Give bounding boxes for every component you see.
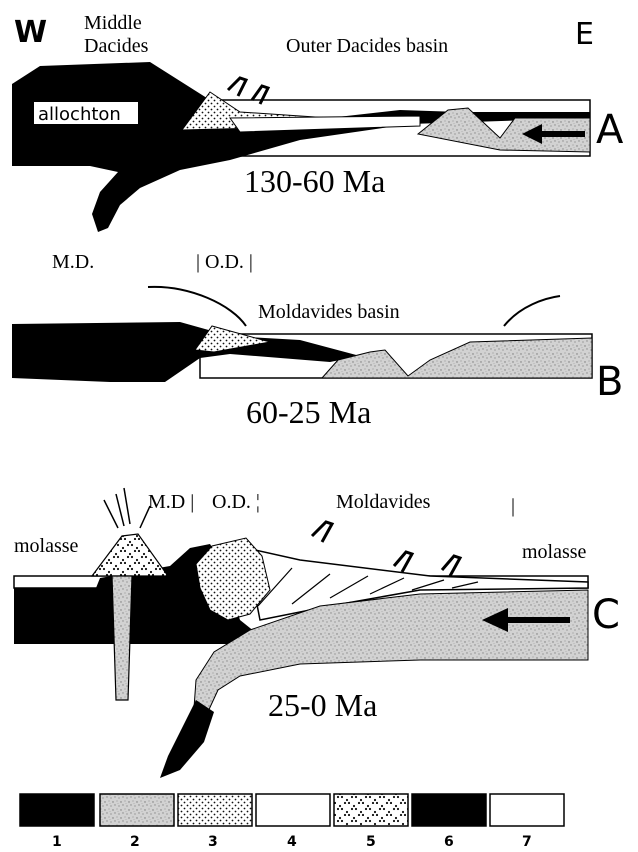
md-label-b: M.D. (52, 251, 94, 273)
legend-swatch-2 (100, 794, 174, 826)
allochton-label: allochton (38, 104, 121, 125)
volcanic-rays (104, 488, 150, 528)
basin-arc-right (504, 296, 560, 326)
molasse-left-label: molasse (14, 535, 79, 557)
fault-tick-c3 (442, 556, 460, 576)
legend-number-1: 1 (52, 834, 62, 850)
moldavides-label-c: Moldavides (336, 491, 431, 513)
intrusion-dike (112, 576, 132, 700)
legend-number-4: 4 (287, 834, 297, 850)
panel-a: W E Middle Dacides Outer Dacides basin a… (12, 12, 624, 232)
fault-tick-c2 (394, 552, 412, 572)
legend-swatch-6 (412, 794, 486, 826)
middle-dacides-label-2: Dacides (84, 35, 149, 57)
legend-number-2: 2 (130, 834, 140, 850)
panel-a-letter: A (596, 107, 624, 153)
fault-tick-c1 (312, 522, 332, 542)
outer-dacides-basin-label: Outer Dacides basin (286, 35, 448, 57)
panel-b: M.D. | O.D. | Moldavides basin B 60-25 M… (12, 251, 623, 430)
west-label: W (14, 15, 47, 50)
legend-number-3: 3 (208, 834, 218, 850)
legend-number-7: 7 (522, 834, 532, 850)
volcano-cone (92, 534, 168, 576)
legend-swatch-4 (256, 794, 330, 826)
middle-dacides-label-1: Middle (84, 12, 142, 34)
panel-c-age: 25-0 Ma (268, 687, 377, 723)
panel-a-age: 130-60 Ma (244, 163, 385, 199)
legend-number-5: 5 (366, 834, 376, 850)
panel-c: M.D | O.D. ¦ Moldavides | molasse molass… (14, 488, 620, 778)
moldavides-bar-c: | (511, 495, 515, 517)
legend: 1 2 3 4 5 6 7 (20, 794, 564, 850)
molasse-right-label: molasse (522, 541, 587, 563)
legend-swatch-5 (334, 794, 408, 826)
slab-tip-c (160, 700, 214, 778)
md-label-c: M.D | (148, 491, 194, 513)
panel-b-letter: B (596, 359, 623, 405)
legend-swatch-1 (20, 794, 94, 826)
od-label-c: O.D. ¦ (212, 491, 260, 513)
fault-tick-1 (228, 78, 246, 96)
od-label-b: | O.D. | (196, 251, 253, 273)
basin-arc-left (148, 287, 246, 326)
legend-swatch-7 (490, 794, 564, 826)
east-label: E (575, 17, 594, 52)
legend-swatch-3 (178, 794, 252, 826)
moldavides-basin-label: Moldavides basin (258, 301, 400, 323)
legend-number-6: 6 (444, 834, 454, 850)
panel-b-age: 60-25 Ma (246, 394, 371, 430)
panel-c-letter: C (592, 592, 620, 638)
